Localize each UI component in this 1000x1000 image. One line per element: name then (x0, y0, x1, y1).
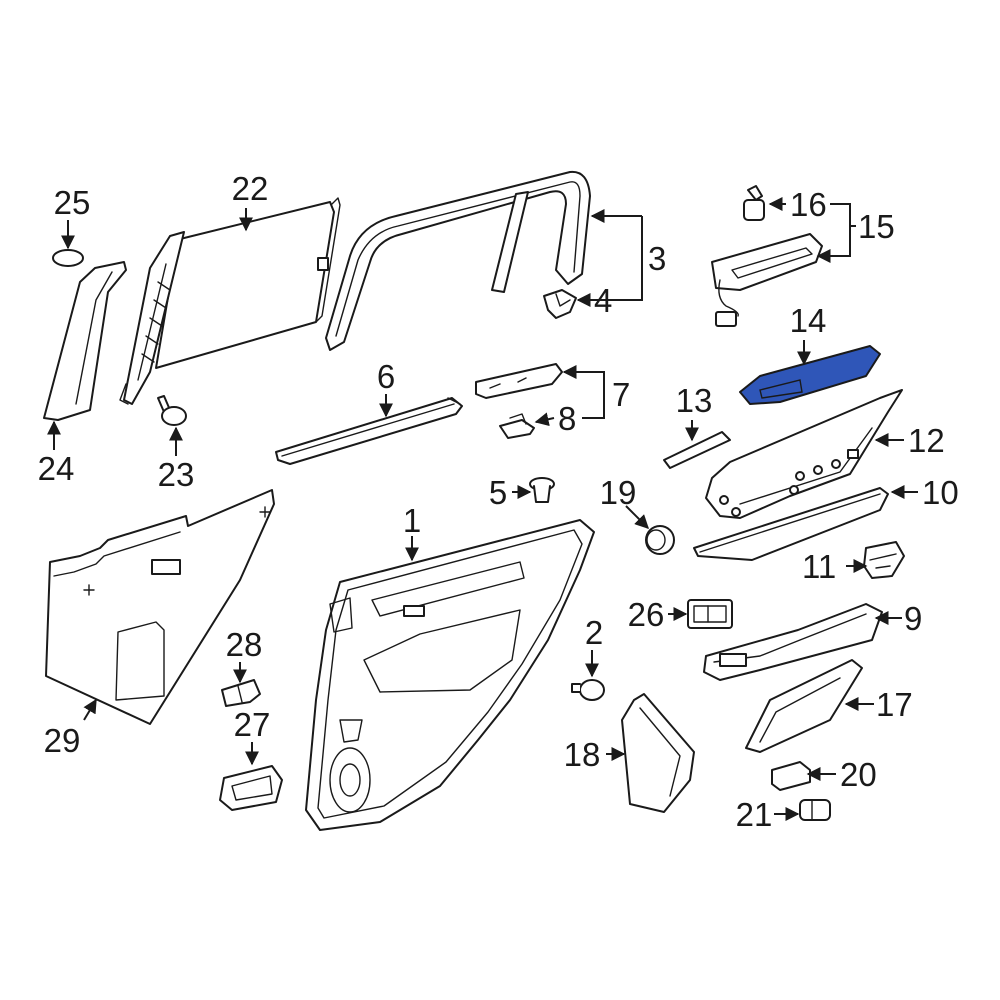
callout-17: 17 (876, 686, 913, 723)
callout-23: 23 (158, 456, 195, 493)
part-11-clip[interactable] (863, 541, 905, 579)
part-12-upper-trim[interactable] (705, 389, 903, 519)
part-17-pocket-trim[interactable] (745, 659, 863, 753)
callout-4: 4 (594, 282, 612, 319)
callout-25: 25 (54, 184, 91, 221)
part-15-inner-handle[interactable] (711, 233, 823, 327)
part-26-switch[interactable] (687, 599, 733, 629)
callout-12: 12 (908, 422, 945, 459)
part-20-cap[interactable] (771, 761, 811, 791)
callouts: 1 2 3 4 5 6 7 8 9 10 11 12 13 14 15 16 1… (38, 170, 959, 833)
part-28-clip[interactable] (221, 679, 261, 707)
callout-22: 22 (232, 170, 269, 207)
callout-18: 18 (564, 736, 601, 773)
part-2-push-pin[interactable] (571, 679, 605, 701)
part-6-beltline-strip[interactable] (275, 397, 463, 465)
callout-5: 5 (489, 474, 507, 511)
callout-26: 26 (628, 596, 665, 633)
callout-14: 14 (790, 302, 827, 339)
part-13-trim-strip[interactable] (663, 431, 731, 469)
part-27-handle-bezel[interactable] (219, 765, 283, 811)
callout-13: 13 (676, 382, 713, 419)
callout-15: 15 (858, 208, 895, 245)
part-24-pillar-trim[interactable] (43, 261, 127, 421)
part-8-strip-bracket[interactable] (499, 413, 535, 439)
callout-21: 21 (736, 796, 773, 833)
callout-7: 7 (612, 376, 630, 413)
callout-2: 2 (585, 614, 603, 651)
part-14-armrest-trim[interactable] (739, 345, 881, 405)
callout-27: 27 (234, 706, 271, 743)
part-7-seal-strip[interactable] (475, 363, 563, 399)
part-1-door-panel[interactable] (305, 519, 595, 831)
callout-29: 29 (44, 722, 81, 759)
part-16-push-clip[interactable] (743, 185, 765, 221)
part-5-plug[interactable] (529, 477, 555, 503)
part-4-clip[interactable] (543, 289, 577, 319)
callout-1: 1 (403, 502, 421, 539)
part-22-sunshade[interactable] (119, 197, 341, 405)
callout-19: 19 (600, 474, 637, 511)
callout-28: 28 (226, 626, 263, 663)
callout-3: 3 (648, 240, 666, 277)
callout-16: 16 (790, 186, 827, 223)
part-29-insulation-panel[interactable] (45, 489, 275, 725)
callout-20: 20 (840, 756, 877, 793)
part-18-corner-trim[interactable] (621, 693, 695, 813)
callout-6: 6 (377, 358, 395, 395)
part-25-grommet[interactable] (52, 249, 84, 267)
part-9-armrest[interactable] (703, 603, 883, 681)
part-21-plug[interactable] (799, 799, 831, 821)
callout-8: 8 (558, 400, 576, 437)
part-23-screw[interactable] (157, 395, 187, 426)
callout-10: 10 (922, 474, 959, 511)
callout-24: 24 (38, 450, 75, 487)
part-19-grille[interactable] (645, 525, 675, 555)
part-3-frame-seal[interactable] (325, 170, 591, 351)
callout-11: 11 (802, 548, 836, 585)
callout-9: 9 (904, 600, 922, 637)
part-10-molding-strip[interactable] (693, 487, 889, 561)
leader-lines (47, 197, 918, 821)
